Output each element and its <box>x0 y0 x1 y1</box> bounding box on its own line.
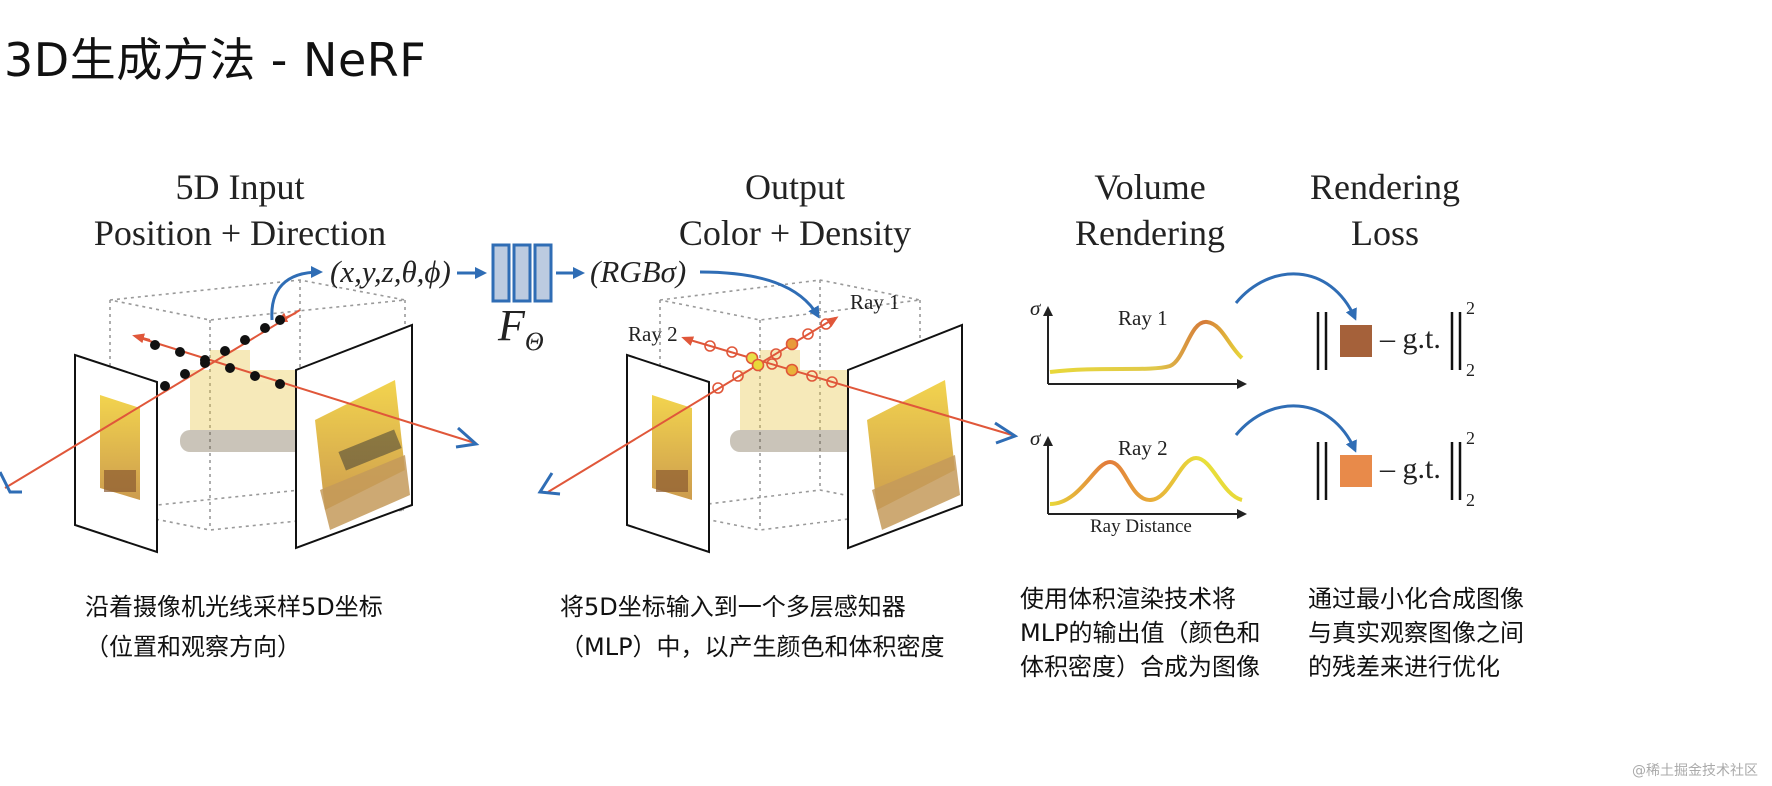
ray2-label-scene: Ray 2 <box>628 322 678 346</box>
caption-step1-line1: 沿着摄像机光线采样5D坐标 <box>85 593 383 621</box>
header-loss-line2: Loss <box>1350 213 1419 253</box>
header-loss-line1: Rendering <box>1310 167 1460 207</box>
plot-ray1 <box>1043 306 1247 389</box>
plot-ray2 <box>1043 436 1247 519</box>
image-plane-back-left <box>74 353 158 554</box>
caption-step2-line2: （MLP）中，以产生颜色和体积密度 <box>560 633 945 661</box>
curve-ray2 <box>1049 455 1243 506</box>
caption-step4-line1: 通过最小化合成图像 <box>1308 585 1524 613</box>
loss-sub-row2: 2 <box>1466 490 1475 510</box>
header-loss: Rendering Loss <box>1290 164 1480 256</box>
caption-step2: 将5D坐标输入到一个多层感知器 （MLP）中，以产生颜色和体积密度 <box>560 587 945 667</box>
image-plane-front-middle <box>847 323 963 550</box>
caption-step4-line3: 的残差来进行优化 <box>1308 653 1500 681</box>
loss-exp-row1: 2 <box>1466 298 1475 318</box>
rendered-patch-ray2 <box>1340 455 1372 487</box>
bulldozer-faded-left <box>180 350 320 452</box>
arrow-to-input <box>270 266 323 321</box>
header-output-line1: Output <box>744 167 845 207</box>
loss-terms <box>1234 272 1462 500</box>
loss-sub-row1: 2 <box>1466 360 1475 380</box>
arrow-from-output <box>699 270 820 319</box>
bulldozer-faded-middle <box>730 350 870 452</box>
sample-points-middle-filled <box>745 337 799 377</box>
header-input-line2: Position + Direction <box>93 213 387 253</box>
network-subscript: Θ <box>524 326 544 356</box>
watermark: @稀土掘金技术社区 <box>1632 763 1758 779</box>
ray2-plot-label: Ray 2 <box>1118 436 1168 460</box>
caption-step4: 通过最小化合成图像 与真实观察图像之间 的残差来进行优化 <box>1308 582 1524 684</box>
sample-points-middle <box>704 318 838 394</box>
image-plane-back-middle <box>626 353 710 554</box>
network-label: FΘ <box>498 300 544 357</box>
loss-gt-row1: – g.t. <box>1380 322 1441 355</box>
ray-distance-label: Ray Distance <box>1090 516 1192 537</box>
caption-step3-line1: 使用体积渲染技术将 <box>1020 585 1236 613</box>
ray1-label-scene: Ray 1 <box>850 290 900 314</box>
ray1-plot-label: Ray 1 <box>1118 306 1168 330</box>
header-volume-line1: Volume <box>1094 167 1206 207</box>
rendered-patch-ray1 <box>1340 325 1372 357</box>
caption-step3-line3: 体积密度）合成为图像 <box>1020 653 1260 681</box>
caption-step4-line2: 与真实观察图像之间 <box>1308 619 1524 647</box>
header-input: 5D Input Position + Direction <box>60 164 420 256</box>
caption-step2-line1: 将5D坐标输入到一个多层感知器 <box>560 593 906 621</box>
mlp-network <box>457 243 585 303</box>
header-output-line2: Color + Density <box>678 213 912 253</box>
loss-gt-row2: – g.t. <box>1380 452 1441 485</box>
loss-exp-row2: 2 <box>1466 428 1475 448</box>
header-volume-line2: Rendering <box>1075 213 1225 253</box>
sigma-axis-ray2: σ <box>1030 426 1041 450</box>
slide-title: 3D生成方法 - NeRF <box>4 33 427 87</box>
sample-points-left <box>150 315 285 391</box>
header-input-line1: 5D Input <box>175 167 305 207</box>
network-symbol: F <box>498 301 525 350</box>
gt-label-1: g.t. <box>1402 322 1441 355</box>
output-tuple-label: (RGBσ) <box>590 254 687 289</box>
caption-step1: 沿着摄像机光线采样5D坐标 （位置和观察方向） <box>85 587 383 667</box>
image-plane-front-left <box>295 323 413 550</box>
scene-left <box>0 266 480 554</box>
input-tuple-label: (x,y,z,θ,ϕ) <box>330 254 451 289</box>
header-output: Output Color + Density <box>650 164 940 256</box>
curve-ray1 <box>1049 320 1244 374</box>
sigma-axis-ray1: σ <box>1030 296 1041 320</box>
gt-label-2: g.t. <box>1402 452 1441 485</box>
header-volume: Volume Rendering <box>1050 164 1250 256</box>
caption-step3-line2: MLP的输出值（颜色和 <box>1020 619 1261 647</box>
scene-middle <box>537 270 1019 554</box>
caption-step3: 使用体积渲染技术将 MLP的输出值（颜色和 体积密度）合成为图像 <box>1020 582 1261 684</box>
caption-step1-line2: （位置和观察方向） <box>85 633 301 661</box>
